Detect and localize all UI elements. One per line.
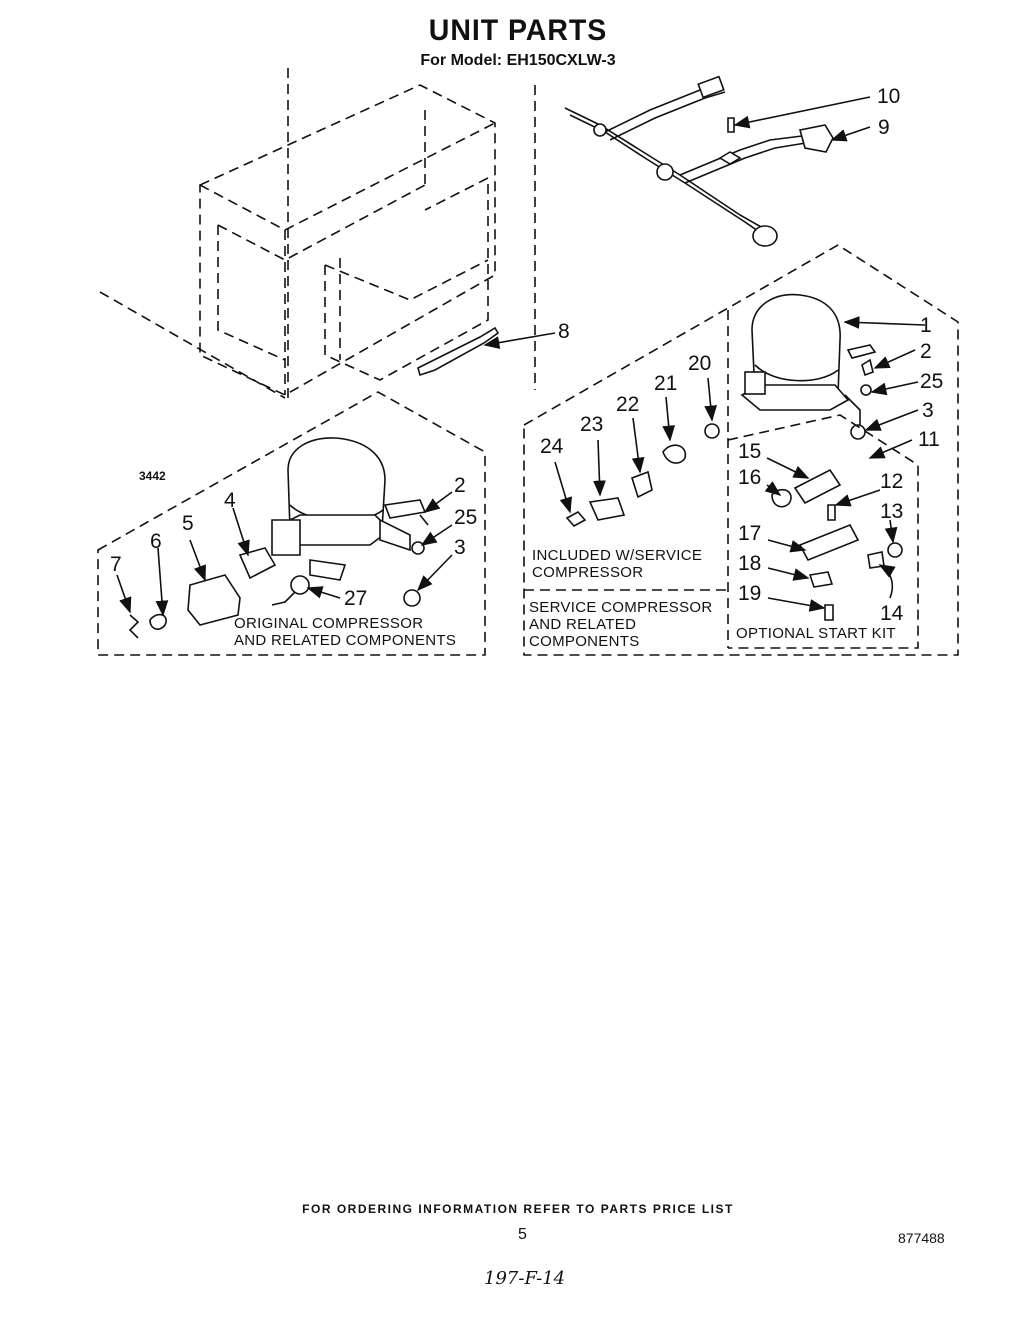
start-kit-parts — [771, 358, 903, 621]
wiring-harness — [564, 75, 834, 247]
wire-part-7 — [128, 614, 140, 639]
model-subtitle: For Model: EH150CXLW-3 — [420, 52, 616, 69]
original-caption-line-1: ORIGINAL COMPRESSOR — [234, 615, 423, 632]
callout-2-left: 2 — [454, 474, 466, 497]
original-compressor — [271, 437, 427, 581]
callout-12: 12 — [880, 470, 903, 493]
start-kit-caption: OPTIONAL START KIT — [736, 625, 896, 642]
page-number: 5 — [518, 1226, 527, 1243]
section-boxes — [97, 244, 959, 656]
handwritten-note: 197-F-14 — [484, 1268, 566, 1289]
leader-arrows — [116, 96, 926, 617]
service-caption-line-1: SERVICE COMPRESSOR — [529, 599, 713, 616]
callout-21: 21 — [654, 372, 677, 395]
capacitor-part-27 — [290, 575, 310, 595]
callout-1: 1 — [920, 314, 932, 337]
callout-numbers: 1 2 25 3 11 10 9 8 20 21 22 23 24 15 16 … — [110, 85, 943, 625]
service-small-parts — [565, 423, 720, 528]
callout-4: 4 — [224, 489, 236, 512]
washer-part-25-left — [411, 541, 425, 555]
overload-part-5 — [187, 574, 241, 626]
document-number: 877488 — [898, 1230, 945, 1246]
callout-18: 18 — [738, 552, 761, 575]
callout-3: 3 — [922, 399, 934, 422]
ordering-note: FOR ORDERING INFORMATION REFER TO PARTS … — [302, 1202, 734, 1216]
callout-2: 2 — [920, 340, 932, 363]
callout-25: 25 — [920, 370, 943, 393]
callout-7: 7 — [110, 553, 122, 576]
callout-14: 14 — [880, 602, 904, 625]
section-captions: ORIGINAL COMPRESSOR AND RELATED COMPONEN… — [139, 469, 896, 650]
original-caption-line-2: AND RELATED COMPONENTS — [234, 632, 456, 649]
callout-6: 6 — [150, 530, 162, 553]
service-caption-line-2: AND RELATED — [529, 616, 636, 633]
callout-23: 23 — [580, 413, 603, 436]
callout-20: 20 — [688, 352, 711, 375]
service-caption-line-3: COMPONENTS — [529, 633, 640, 650]
callout-15: 15 — [738, 440, 761, 463]
callout-22: 22 — [616, 393, 639, 416]
callout-8: 8 — [558, 320, 570, 343]
callout-16: 16 — [738, 466, 761, 489]
callout-5: 5 — [182, 512, 194, 535]
callout-24: 24 — [540, 435, 564, 458]
figure-code: 3442 — [139, 469, 166, 483]
clip-part-6 — [149, 613, 167, 630]
callout-11: 11 — [918, 428, 940, 451]
callout-25-left: 25 — [454, 506, 477, 529]
callout-17: 17 — [738, 522, 761, 545]
grommet-part-3-left — [403, 589, 421, 607]
left-small-parts — [128, 514, 429, 639]
drier-part-8 — [417, 326, 500, 377]
page-title: UNIT PARTS — [428, 14, 608, 47]
relay-part-4 — [238, 547, 277, 580]
callout-27: 27 — [344, 587, 367, 610]
compressor-part-1 — [740, 293, 877, 428]
cabinet-outline — [99, 68, 536, 400]
included-caption-line-2: COMPRESSOR — [532, 564, 643, 581]
callout-13: 13 — [880, 500, 903, 523]
callout-10: 10 — [877, 85, 900, 108]
included-caption-line-1: INCLUDED W/SERVICE — [532, 547, 702, 564]
callout-9: 9 — [878, 116, 890, 139]
callout-19: 19 — [738, 582, 761, 605]
callout-3-left: 3 — [454, 536, 466, 559]
